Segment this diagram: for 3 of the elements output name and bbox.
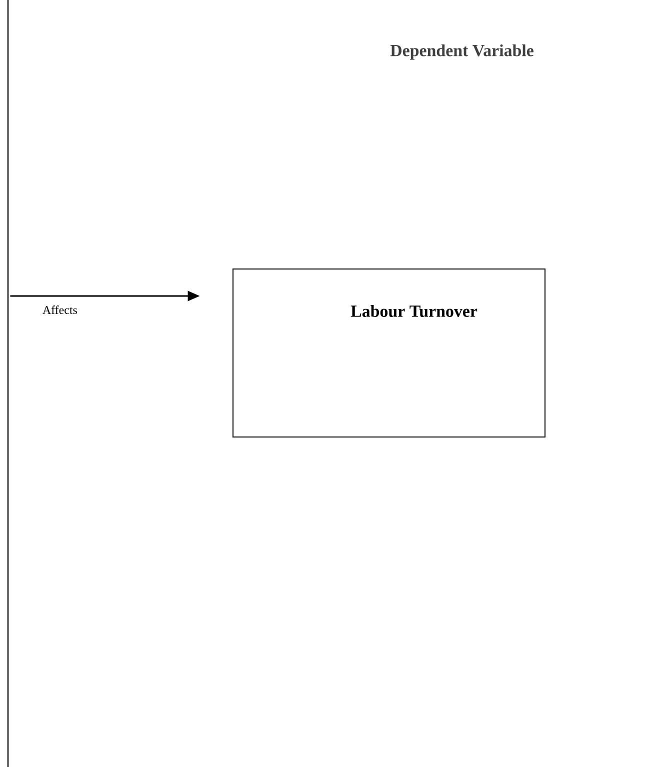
title: Dependent Variable: [390, 44, 534, 60]
edge-label: Affects: [42, 306, 77, 314]
process-box: Labour Turnover: [232, 268, 546, 438]
